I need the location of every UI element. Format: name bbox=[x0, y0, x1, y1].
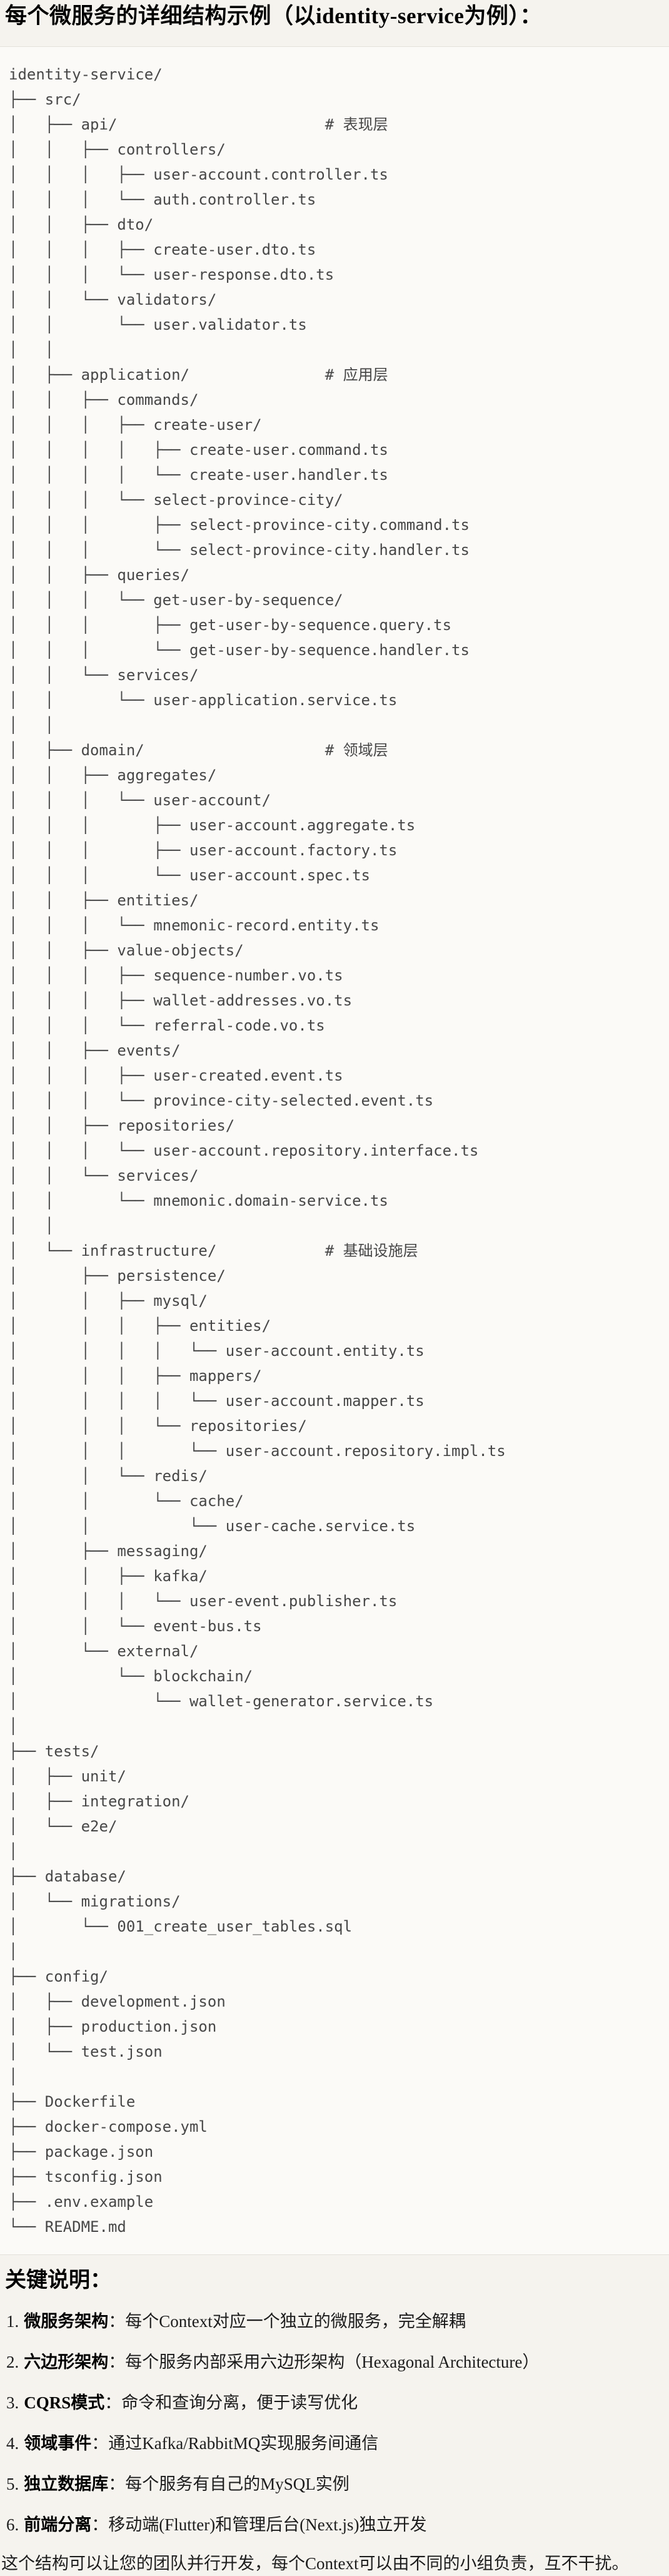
note-label: CQRS模式 bbox=[24, 2393, 105, 2412]
note-item-2: 2. 六边形架构：每个服务内部采用六边形架构（Hexagonal Architec… bbox=[0, 2350, 669, 2374]
note-label: 独立数据库 bbox=[24, 2475, 109, 2493]
note-number: 6. bbox=[6, 2515, 19, 2534]
note-number: 4. bbox=[6, 2434, 19, 2453]
note-item-3: 3. CQRS模式：命令和查询分离，便于读写优化 bbox=[0, 2391, 669, 2415]
note-item-4: 4. 领域事件：通过Kafka/RabbitMQ实现服务间通信 bbox=[0, 2431, 669, 2455]
note-text: ：每个Context对应一个独立的微服务，完全解耦 bbox=[108, 2312, 466, 2331]
note-text: ：每个服务有自己的MySQL实例 bbox=[108, 2475, 350, 2493]
note-number: 5. bbox=[6, 2475, 19, 2493]
note-label: 前端分离 bbox=[24, 2515, 92, 2534]
note-number: 1. bbox=[6, 2312, 19, 2331]
note-number: 3. bbox=[6, 2393, 19, 2412]
note-item-1: 1. 微服务架构：每个Context对应一个独立的微服务，完全解耦 bbox=[0, 2309, 669, 2333]
note-label: 领域事件 bbox=[24, 2434, 92, 2453]
code-block: identity-service/ ├── src/ │ ├── api/ # … bbox=[0, 46, 669, 2255]
note-label: 六边形架构 bbox=[24, 2353, 109, 2371]
note-item-6: 6. 前端分离：移动端(Flutter)和管理后台(Next.js)独立开发 bbox=[0, 2513, 669, 2537]
note-label: 微服务架构 bbox=[24, 2312, 109, 2331]
note-number: 2. bbox=[6, 2353, 19, 2371]
file-tree: identity-service/ ├── src/ │ ├── api/ # … bbox=[9, 66, 506, 2236]
note-text: ：通过Kafka/RabbitMQ实现服务间通信 bbox=[91, 2434, 379, 2453]
page-title: 每个微服务的详细结构示例（以identity-service为例）： bbox=[5, 4, 542, 28]
notes-heading: 关键说明： bbox=[5, 2269, 111, 2292]
note-text: ：每个服务内部采用六边形架构（Hexagonal Architecture） bbox=[108, 2353, 540, 2371]
note-text: ：移动端(Flutter)和管理后台(Next.js)独立开发 bbox=[91, 2515, 427, 2534]
note-item-5: 5. 独立数据库：每个服务有自己的MySQL实例 bbox=[0, 2472, 669, 2496]
closing-paragraph: 这个结构可以让您的团队并行开发，每个Context可以由不同的小组负责，互不干扰… bbox=[1, 2554, 629, 2573]
note-text: ：命令和查询分离，便于读写优化 bbox=[104, 2393, 358, 2412]
